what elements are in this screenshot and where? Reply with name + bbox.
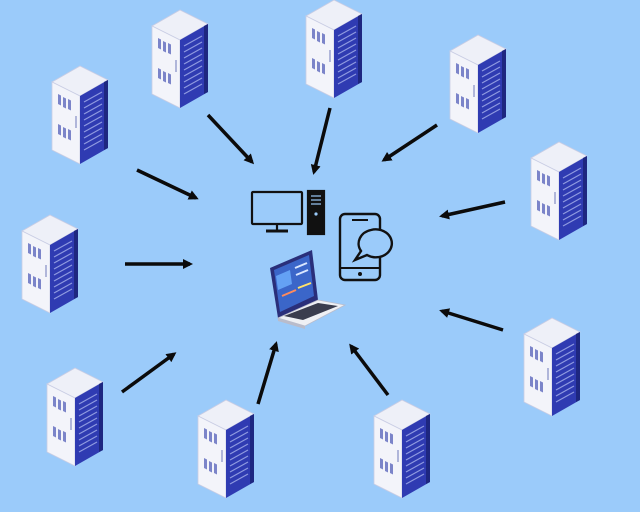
arrows	[120, 107, 506, 405]
server-rack-icon	[151, 9, 209, 109]
servers	[21, 0, 588, 499]
server-rack-icon	[46, 367, 104, 467]
laptop-icon	[270, 250, 347, 329]
arrow	[439, 200, 506, 220]
arrow	[120, 352, 177, 394]
server-rack-icon	[373, 399, 431, 499]
server-rack-icon	[21, 214, 79, 314]
arrow	[349, 343, 390, 397]
server-rack-icon	[51, 65, 109, 165]
arrow	[310, 107, 332, 175]
arrow	[439, 308, 504, 332]
server-rack-icon	[530, 141, 588, 241]
arrow	[136, 168, 199, 200]
smartphone-chat-icon	[338, 212, 394, 282]
server-rack-icon	[523, 317, 581, 417]
arrow	[256, 341, 279, 405]
arrow	[206, 113, 255, 165]
server-rack-icon	[305, 0, 363, 99]
server-rack-icon	[449, 34, 507, 134]
server-rack-icon	[197, 399, 255, 499]
arrow	[381, 123, 438, 162]
desktop-computer-icon	[250, 189, 326, 236]
